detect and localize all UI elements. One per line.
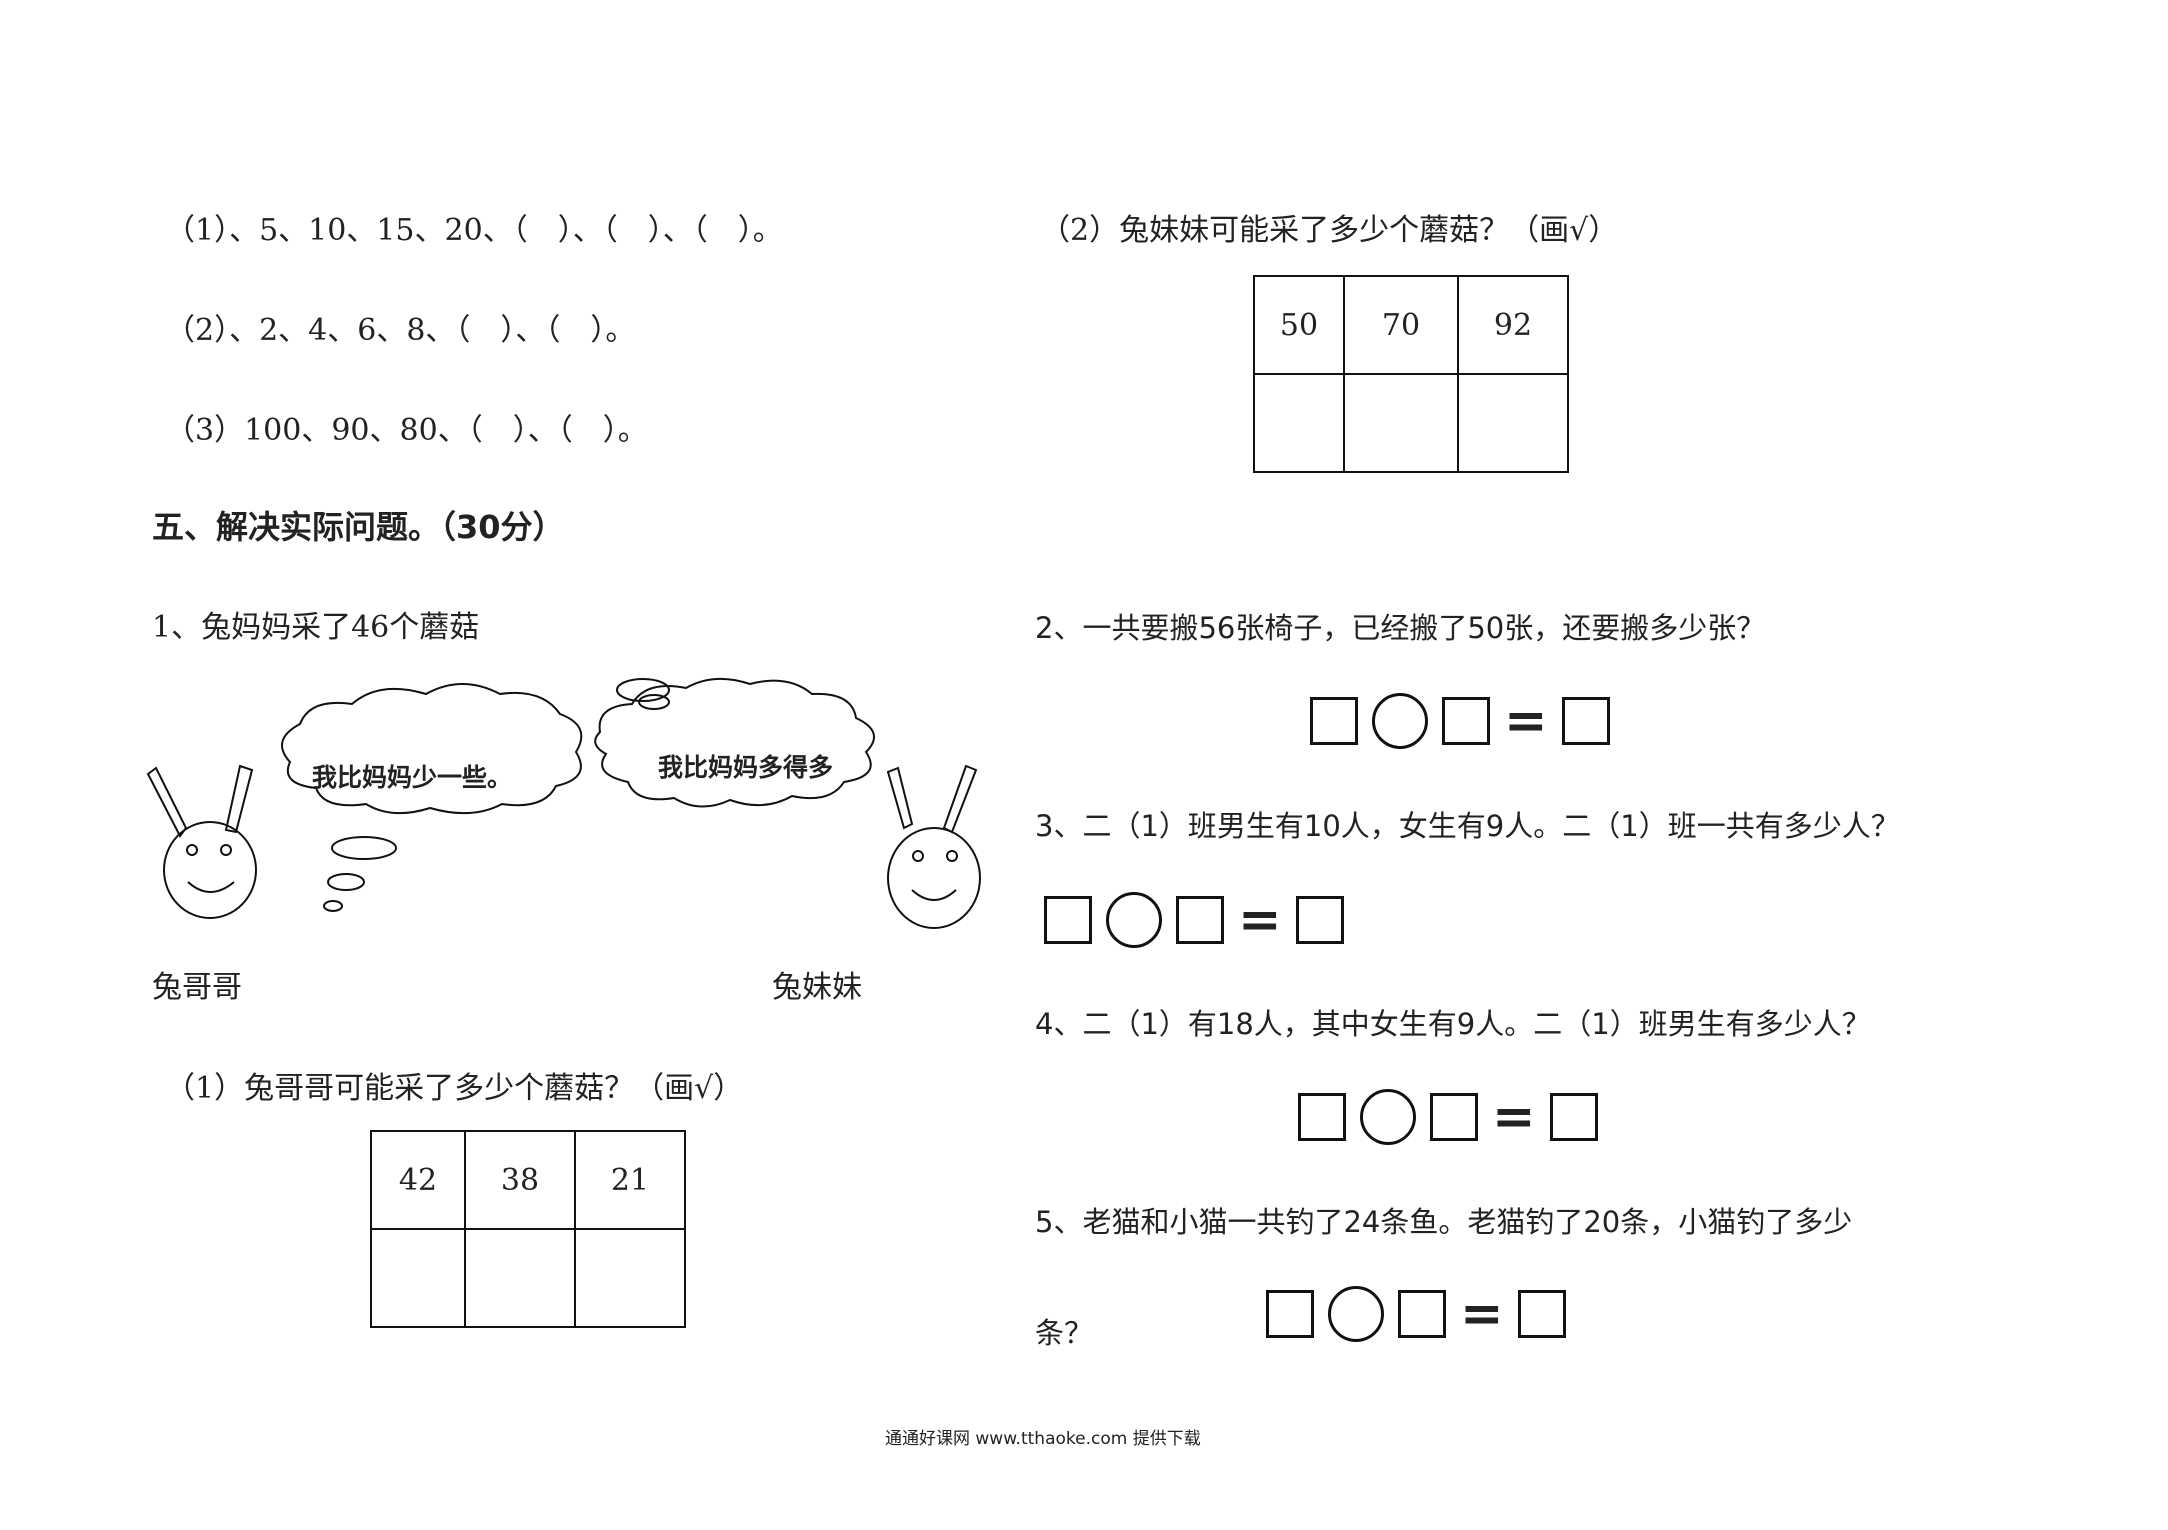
operator-circle[interactable] [1372, 693, 1428, 749]
answer-box[interactable] [1176, 896, 1224, 944]
options-table-2: 50 70 92 [1253, 275, 1569, 473]
check-cell[interactable] [1343, 373, 1459, 473]
left-thought-bubble [281, 683, 583, 815]
equation-blanks-3: = [1044, 892, 1344, 948]
question-3-text: 3、二（1）班男生有10人，女生有9人。二（1）班一共有多少人？ [1035, 809, 1900, 843]
operator-circle[interactable] [1360, 1089, 1416, 1145]
option-cell: 70 [1343, 275, 1459, 375]
equals-sign: = [1492, 1087, 1536, 1147]
check-cell[interactable] [464, 1228, 576, 1328]
answer-box[interactable] [1295, 896, 1344, 944]
equation-blanks-5: = [1266, 1286, 1566, 1342]
operator-circle[interactable] [1328, 1286, 1384, 1342]
check-cell[interactable] [574, 1228, 686, 1328]
sequence-3: （3）100、90、80、（ ）、（ ）。 [165, 413, 648, 448]
answer-box[interactable] [1298, 1093, 1346, 1141]
sequence-1: （1）、5、10、15、20、（ ）、（ ）、（ ）。 [165, 213, 783, 248]
operator-circle[interactable] [1106, 892, 1162, 948]
answer-box[interactable] [1549, 1093, 1598, 1141]
answer-box[interactable] [1310, 697, 1358, 745]
question-5-text-continued: 条？ [1035, 1316, 1094, 1350]
equals-sign: = [1504, 691, 1548, 751]
equation-blanks-2: = [1310, 693, 1610, 749]
question-1-text: 1、兔妈妈采了46个蘑菇 [152, 610, 480, 645]
bubble-left-text: 我比妈妈少一些。 [312, 763, 513, 792]
answer-box[interactable] [1561, 697, 1610, 745]
section-5-title: 五、解决实际问题。（30分） [152, 508, 565, 546]
sub-question-2: （2）兔妹妹可能采了多少个蘑菇？（画√） [1040, 213, 1619, 248]
right-rabbit-icon [886, 764, 981, 929]
answer-box[interactable] [1398, 1290, 1446, 1338]
check-cell[interactable] [1457, 373, 1569, 473]
answer-box[interactable] [1044, 896, 1092, 944]
sequence-2: （2）、2、4、6、8、（ ）、（ ）。 [165, 313, 636, 348]
check-cell[interactable] [1253, 373, 1345, 473]
answer-box[interactable] [1266, 1290, 1314, 1338]
question-5-text: 5、老猫和小猫一共钓了24条鱼。老猫钓了20条，小猫钓了多少 [1035, 1205, 1853, 1239]
label-brother: 兔哥哥 [152, 970, 242, 1005]
sub-question-1: （1）兔哥哥可能采了多少个蘑菇？（画√） [165, 1071, 744, 1106]
equals-sign: = [1460, 1284, 1504, 1344]
option-cell: 92 [1457, 275, 1569, 375]
equals-sign: = [1238, 890, 1282, 950]
left-rabbit-icon [146, 764, 257, 919]
option-cell: 38 [464, 1130, 576, 1230]
question-2-text: 2、一共要搬56张椅子，已经搬了50张，还要搬多少张？ [1035, 611, 1766, 645]
right-thought-bubble [594, 677, 875, 808]
option-cell: 42 [370, 1130, 466, 1230]
answer-box[interactable] [1430, 1093, 1478, 1141]
options-table-1: 42 38 21 [370, 1130, 686, 1328]
option-cell: 21 [574, 1130, 686, 1230]
answer-box[interactable] [1442, 697, 1490, 745]
answer-box[interactable] [1517, 1290, 1566, 1338]
label-sister: 兔妹妹 [772, 970, 862, 1005]
bubble-right-text: 我比妈妈多得多 [658, 753, 834, 782]
check-cell[interactable] [370, 1228, 466, 1328]
question-4-text: 4、二（1）有18人，其中女生有9人。二（1）班男生有多少人？ [1035, 1007, 1871, 1041]
footer-source: 通通好课网 www.tthaoke.com 提供下载 [885, 1429, 1201, 1449]
rabbit-illustration [146, 677, 981, 929]
option-cell: 50 [1253, 275, 1345, 375]
equation-blanks-4: = [1298, 1089, 1598, 1145]
